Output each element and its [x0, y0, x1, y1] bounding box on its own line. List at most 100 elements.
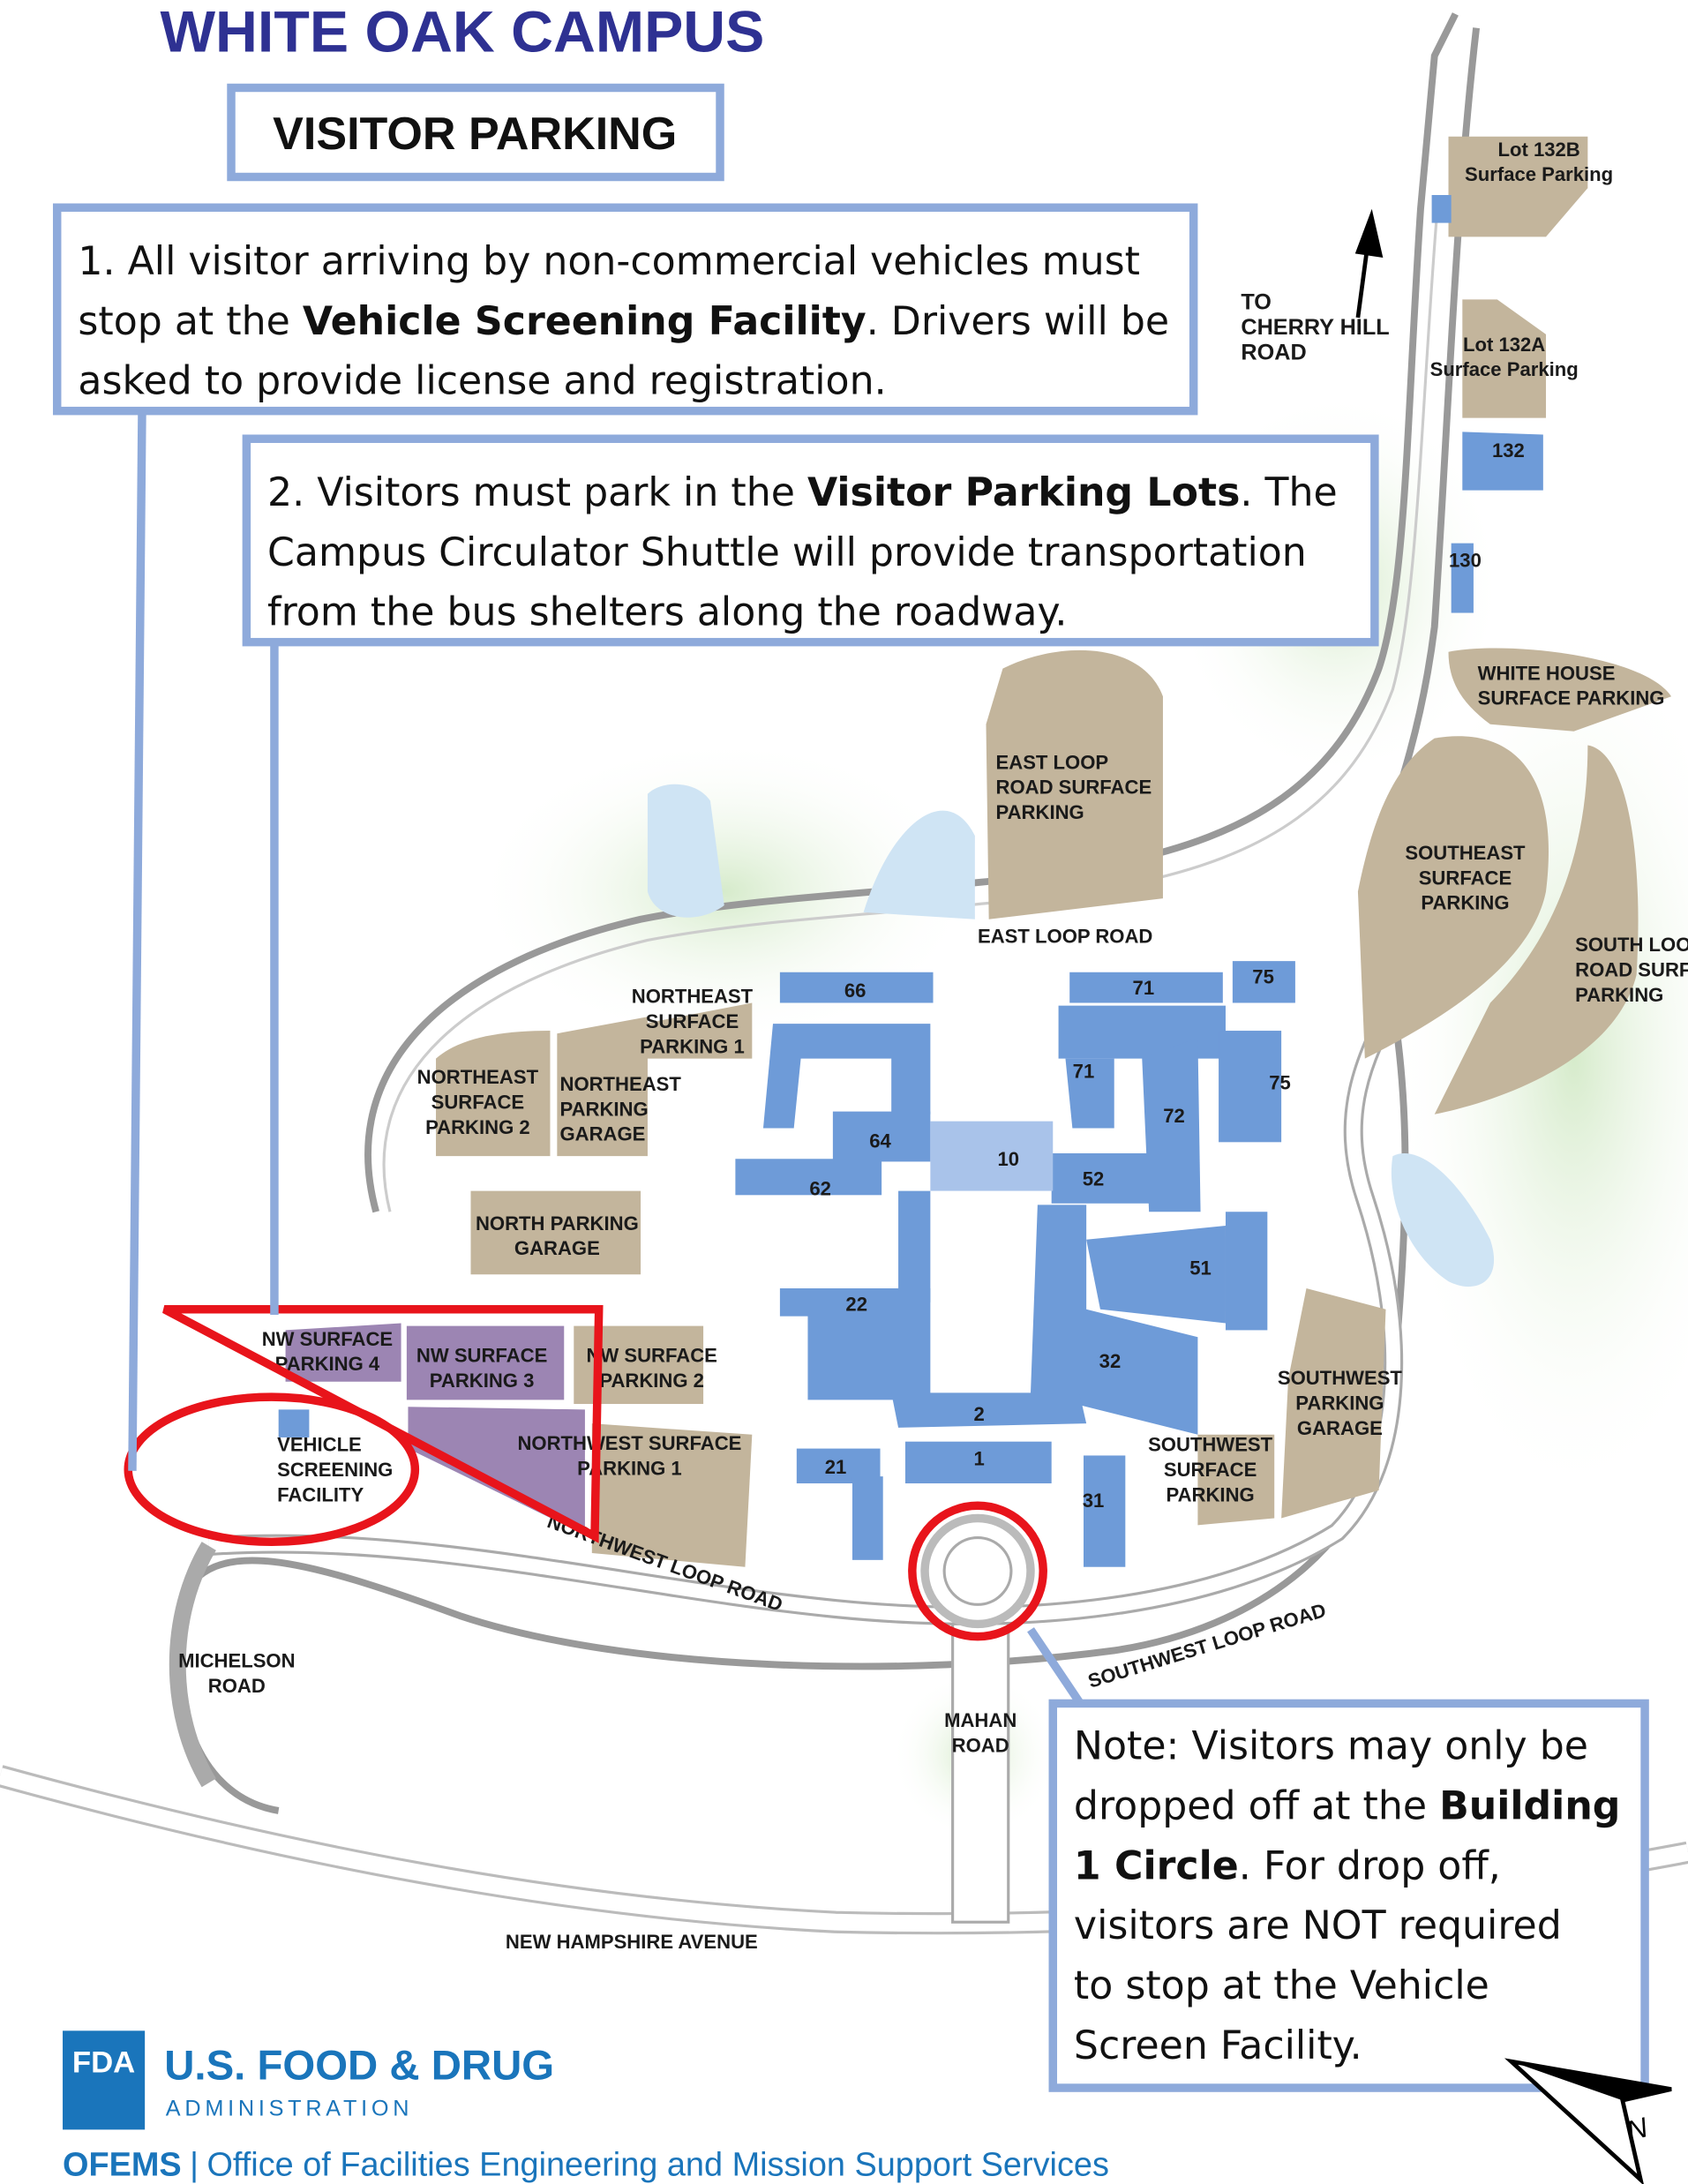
map-label-line: MAHAN	[944, 1709, 1017, 1731]
text-line: Note: Visitors may only be	[1074, 1724, 1588, 1769]
fda-logo: FDA U.S. FOOD & DRUG ADMINISTRATION	[63, 2030, 554, 2130]
map-label-line: PARKING	[1295, 1392, 1384, 1414]
building-number: 66	[844, 979, 867, 1002]
building-number: 2	[973, 1403, 984, 1425]
map-label-line: SOUTH LOOP	[1575, 934, 1688, 956]
text-line: Screen Facility.	[1074, 2023, 1362, 2068]
map-label-line: ROAD	[952, 1735, 1009, 1757]
map-label-line: EAST LOOP	[996, 751, 1109, 773]
building-number: 32	[1099, 1350, 1122, 1372]
fda-logo-text: FDA	[72, 2046, 135, 2080]
office-abbr: OFEMS	[63, 2146, 182, 2183]
building-number: 21	[825, 1456, 847, 1478]
text-line: 1. All visitor arriving by non-commercia…	[78, 239, 1140, 284]
visitor-parking-lots	[285, 1323, 585, 1535]
highlight-marks	[124, 1304, 1047, 1641]
building-number: 64	[869, 1130, 891, 1152]
map-label-line: 130	[1449, 549, 1482, 571]
map-label-line: TO	[1241, 289, 1272, 314]
text-segment: stop at the	[78, 299, 303, 344]
map-label-line: PARKING 3	[430, 1370, 535, 1392]
map-label-line: NORTHEAST	[632, 985, 754, 1007]
map-label-line: SURFACE	[1164, 1459, 1257, 1481]
map-label-line: PARKING	[996, 801, 1084, 823]
text-line: 2. Visitors must park in the Visitor Par…	[267, 470, 1338, 515]
map-label-line: PARKING	[560, 1098, 649, 1120]
building-1-circle-highlight	[908, 1501, 1047, 1641]
text-segment: dropped off at the	[1074, 1783, 1439, 1828]
agency-name: U.S. FOOD & DRUG	[164, 2043, 554, 2090]
map-label-line: Surface Parking	[1465, 163, 1613, 185]
fda-logo-mark	[63, 2030, 146, 2130]
map-label-line: SOUTHWEST	[1278, 1367, 1403, 1389]
map-label-ne1: NORTHEAST SURFACE PARKING 1	[632, 985, 754, 1057]
subtitle-box	[227, 83, 724, 182]
michelson-road	[169, 1542, 216, 1788]
map-label-line: PARKING 2	[425, 1116, 530, 1138]
map-label-line: Lot 132A	[1463, 334, 1545, 356]
page-subtitle: VISITOR PARKING	[273, 109, 677, 160]
building-number: 22	[845, 1293, 867, 1315]
emphasis-text: Visitor Parking Lots	[807, 470, 1240, 515]
building-number: 75	[1269, 1071, 1291, 1093]
instruction-box-2	[242, 434, 1379, 647]
instruction-box-1	[52, 203, 1198, 416]
emphasis-text: Building	[1439, 1783, 1620, 1828]
office-name: Office of Facilities Engineering and Mis…	[206, 2146, 1108, 2183]
office-separator: |	[190, 2146, 199, 2183]
map-label-line: SOUTHEAST	[1405, 842, 1526, 864]
map-label-line: NW SURFACE	[586, 1345, 716, 1367]
building-number: 62	[809, 1177, 831, 1199]
building-number: 72	[1163, 1105, 1185, 1127]
map-label-line: SOUTHWEST	[1148, 1434, 1273, 1456]
water-bodies	[647, 784, 1495, 1287]
text-line: from the bus shelters along the roadway.	[267, 590, 1067, 635]
text-line: asked to provide license and registratio…	[78, 359, 886, 404]
map-label-nw3: NW SURFACE PARKING 3	[416, 1345, 547, 1392]
map-label-line: ROAD SURFACE	[1575, 958, 1688, 980]
map-label-line: SURFACE PARKING	[1478, 687, 1665, 709]
text-segment: 2. Visitors must park in the	[267, 470, 807, 515]
map-label-sw-surface: SOUTHWEST SURFACE PARKING	[1148, 1434, 1273, 1506]
map-label-line: PARKING	[1167, 1484, 1255, 1506]
map-label-b130: 130	[1449, 549, 1482, 571]
instruction-step-2: 2. Visitors must park in the Visitor Par…	[267, 470, 1338, 635]
text-line: stop at the Vehicle Screening Facility. …	[78, 299, 1169, 344]
map-label-line: PARKING 1	[640, 1035, 745, 1057]
text-segment: 1. All visitor arriving by non-commercia…	[78, 239, 1140, 284]
map-label-line: FACILITY	[277, 1484, 364, 1506]
map-label-line: GARAGE	[560, 1123, 646, 1145]
map-label-line: NW SURFACE	[416, 1345, 547, 1367]
map-label-line: NORTHWEST SURFACE	[517, 1432, 741, 1454]
text-segment: Campus Circulator Shuttle will provide t…	[267, 530, 1307, 575]
map-label-line: Surface Parking	[1430, 358, 1579, 380]
map-label-line: NW SURFACE	[262, 1328, 393, 1350]
text-segment: asked to provide license and registratio…	[78, 359, 886, 404]
text-segment: Note: Visitors may only be	[1074, 1724, 1588, 1769]
map-label-line: NEW HAMPSHIRE AVENUE	[506, 1931, 758, 1953]
map-label-line: 132	[1492, 439, 1525, 462]
map-label-ne-garage: NORTHEAST PARKING GARAGE	[560, 1073, 682, 1145]
page-title: WHITE OAK CAMPUS	[161, 0, 765, 64]
text-segment: Screen Facility.	[1074, 2023, 1362, 2068]
building-number: 71	[1133, 977, 1155, 999]
text-line: Campus Circulator Shuttle will provide t…	[267, 530, 1307, 575]
text-segment: visitors are NOT required	[1074, 1903, 1562, 1948]
building-number: 75	[1252, 965, 1274, 987]
text-segment: . The	[1240, 470, 1337, 515]
map-label-line: ROAD	[1241, 340, 1306, 364]
text-segment: to stop at the Vehicle	[1074, 1963, 1489, 2008]
map-label-line: SURFACE	[646, 1010, 739, 1032]
building-number: 31	[1083, 1490, 1105, 1512]
map-label-line: NORTHEAST	[560, 1073, 682, 1095]
text-segment: . For drop off,	[1239, 1843, 1501, 1888]
map-label-mahan: MAHAN ROAD	[944, 1709, 1017, 1756]
